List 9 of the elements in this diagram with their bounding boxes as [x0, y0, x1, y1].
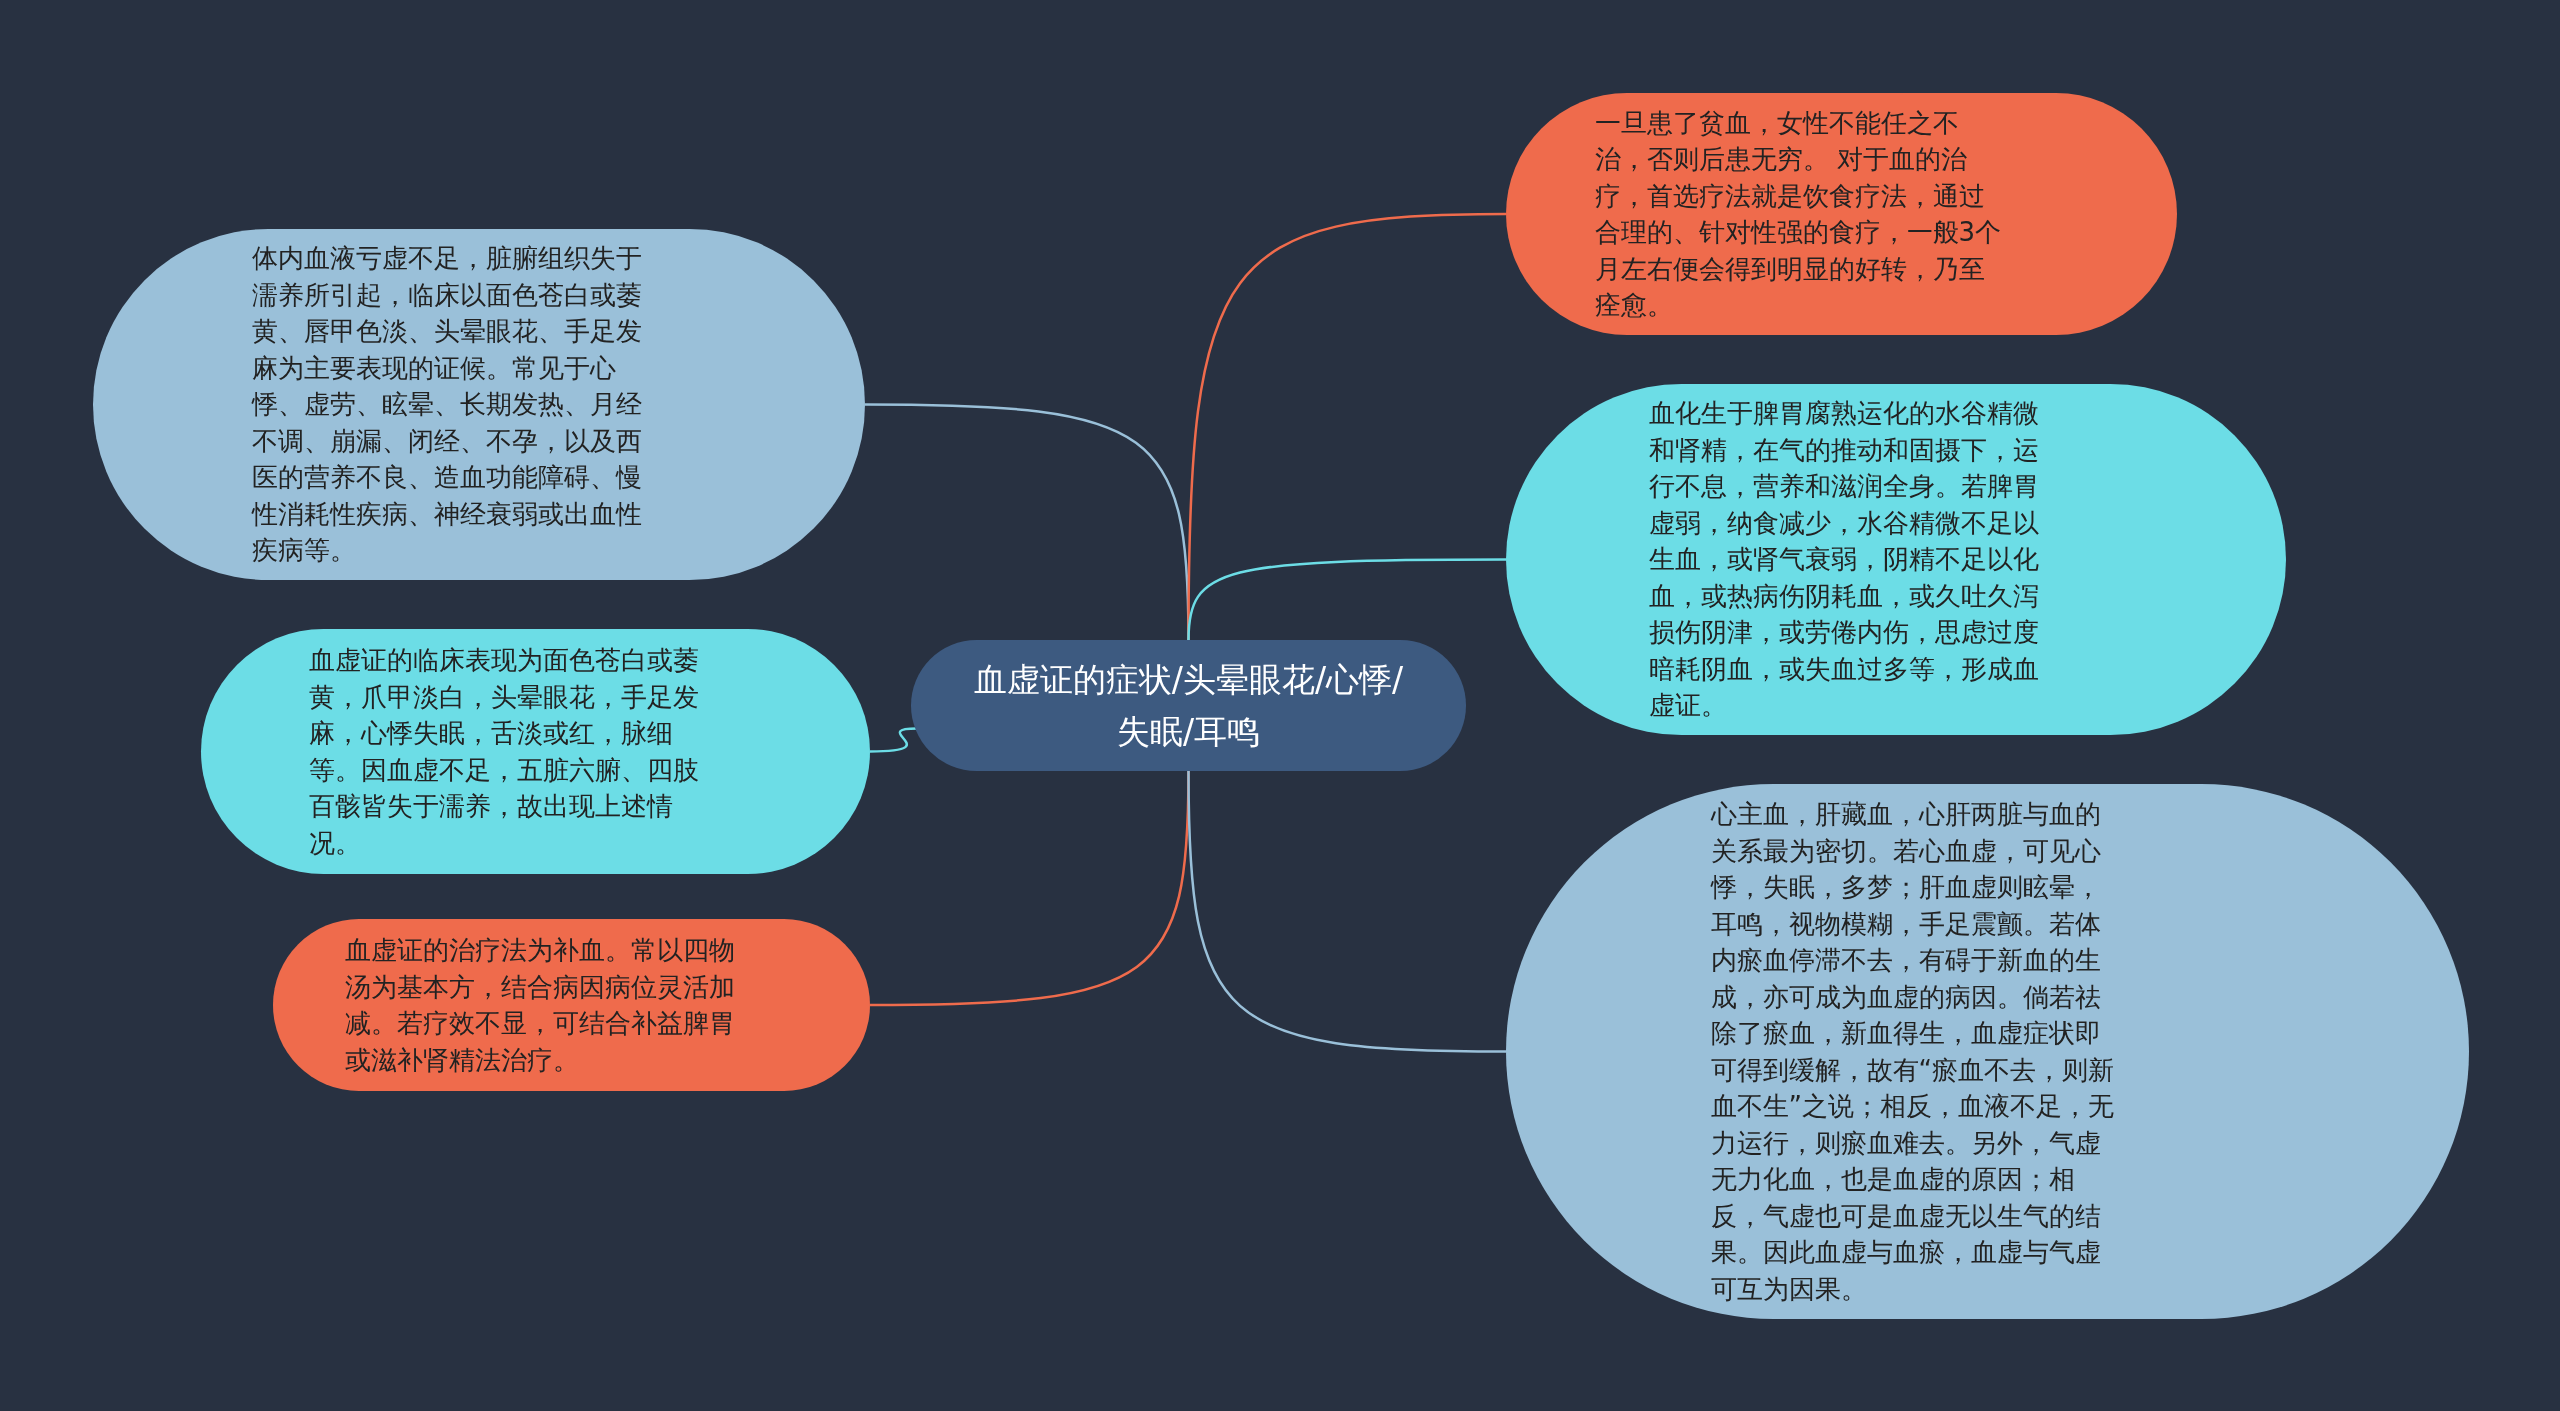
topic-text: 心主血，肝藏血，心肝两脏与血的关系最为密切。若心血虚，可见心悸，失眠，多梦；肝血虚则眩晕，耳鸣，视物模糊，手足震颤。若体内瘀血停滞不去，有碍于新血的生成，亦可成为血虚的病因。倘若祛除了瘀血，新血得生，血虚症状即可得到缓解，故有“瘀血不去，则新血不生”之说；相反，血液不足，无力运行，则瘀血难去。另外，气虚无力化血，也是血虚的原因；相反，气虚也可是血虚无以生气的结果。因此血虚与血瘀，血虚与气虚可互为因果。 [1710, 798, 2115, 1306]
topic-text: 血化生于脾胃腐熟运化的水谷精微和肾精，在气的推动和固摄下，运行不息，营养和滋润全身。若脾胃虚弱，纳食减少，水谷精微不足以生血，或肾气衰弱，阴精不足以化血，或热病伤阴耗血，或久吐久泻损伤阴津，或劳倦内伤，思虑过度暗耗阴血，或失血过多等，形成血虚证。 [1649, 397, 2040, 723]
connector-line [1187, 558, 1506, 641]
connector-line [1187, 771, 1506, 1053]
topic-text: 血虚证的治疗法为补血。常以四物汤为基本方，结合病因病位灵活加减。若疗效不显，可结合补益脾胃或滋补肾精法治疗。 [344, 934, 736, 1077]
central-topic-text: 血虚证的症状/头晕眼花/心悸/失眠/耳鸣 [973, 658, 1404, 753]
topic-text: 一旦患了贫血，女性不能任之不治，否则后患无穷。 对于血的治疗，首选疗法就是饮食疗法，通过合理的、针对性强的食疗，一般3个月左右便会得到明显的好转，乃至痊愈。 [1594, 106, 2003, 322]
topic-text: 体内血液亏虚不足，脏腑组织失于濡养所引起，临床以面色苍白或萎黄、唇甲色淡、头晕眼花、手足发麻为主要表现的证候。常见于心悸、虚劳、眩晕、长期发热、月经不调、崩漏、闭经、不孕，以及西医的营养不良、造血功能障碍、慢性消耗性疾病、神经衰弱或出血性疾病等。 [252, 242, 643, 568]
topic-text: 血虚证的临床表现为面色苍白或萎黄，爪甲淡白，头晕眼花，手足发麻，心悸失眠，舌淡或红，脉细等。因血虚不足，五脏六腑、四肢百骸皆失于濡养，故出现上述情况。 [308, 644, 700, 860]
